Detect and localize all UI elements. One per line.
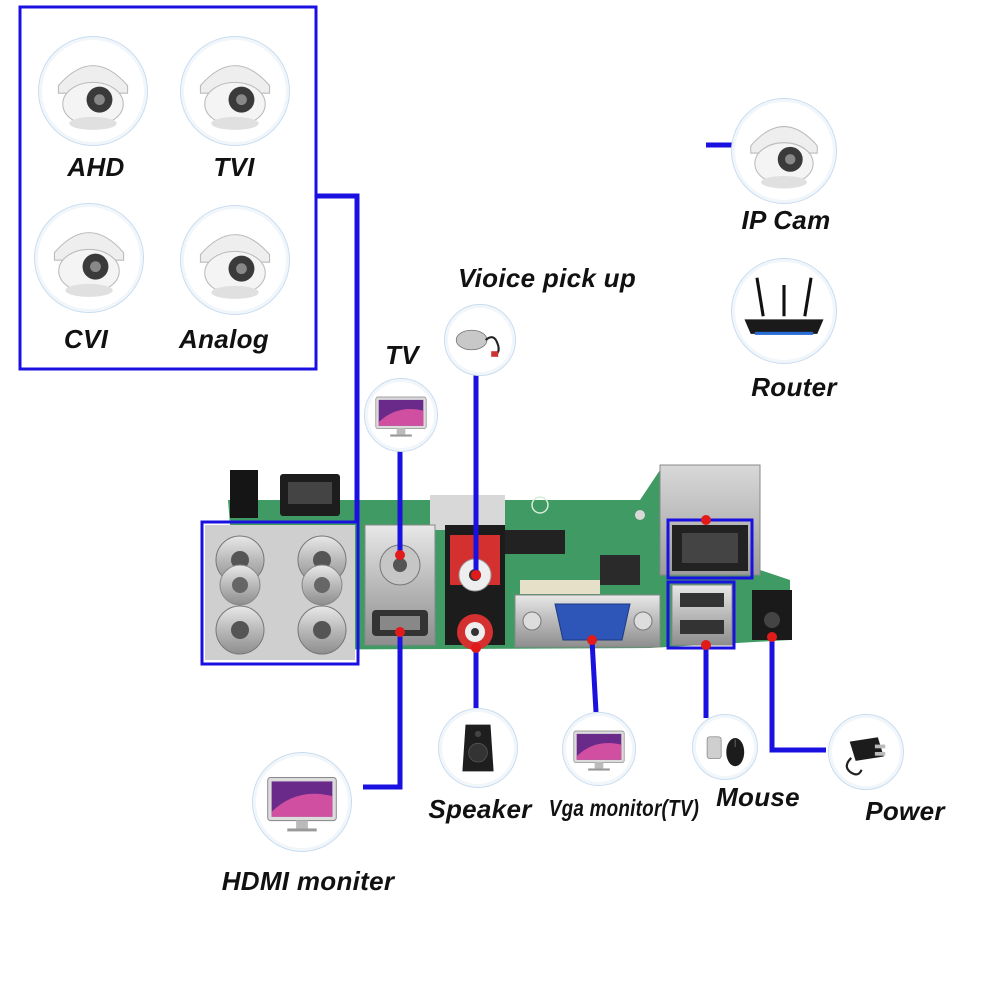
mouse-icon	[692, 714, 758, 780]
microphone-icon	[444, 304, 516, 376]
tv-label: TV	[385, 340, 419, 370]
wire-cameras	[316, 193, 360, 522]
usb-frame	[666, 580, 736, 650]
bnc-frame	[200, 520, 360, 666]
speaker-label: Speaker	[428, 794, 532, 824]
ahd-label: AHD	[67, 152, 125, 182]
analog-camera-icon	[180, 205, 290, 315]
router-label: Router	[751, 372, 837, 402]
wire-power	[769, 640, 826, 753]
wire-vga	[589, 639, 599, 713]
rj45-frame	[666, 518, 754, 580]
ip-cam-label: IP Cam	[741, 205, 831, 235]
cvi-label: CVI	[63, 324, 109, 354]
speaker-icon	[438, 708, 518, 788]
router-icon	[731, 258, 837, 364]
vga-monitor-label: Vga monitor(TV)	[548, 795, 700, 821]
analog-label: Analog	[179, 324, 269, 354]
power-label: Power	[865, 796, 945, 826]
tv-monitor-icon	[364, 378, 438, 452]
camera-group-frame	[18, 5, 318, 371]
mouse-label: Mouse	[716, 782, 800, 812]
voice-pickup-label: Vioice pick up	[457, 263, 637, 293]
ip-camera-icon	[731, 98, 837, 204]
tvi-camera-icon	[180, 36, 290, 146]
cvi-camera-icon	[34, 203, 144, 313]
wire-hdmi	[363, 632, 403, 790]
hdmi-monitor-icon	[252, 752, 352, 852]
hdmi-monitor-label: HDMI moniter	[221, 866, 395, 896]
power-adapter-icon	[828, 714, 904, 790]
ahd-camera-icon	[38, 36, 148, 146]
vga-monitor-icon	[562, 712, 636, 786]
tvi-label: TVI	[213, 152, 255, 182]
